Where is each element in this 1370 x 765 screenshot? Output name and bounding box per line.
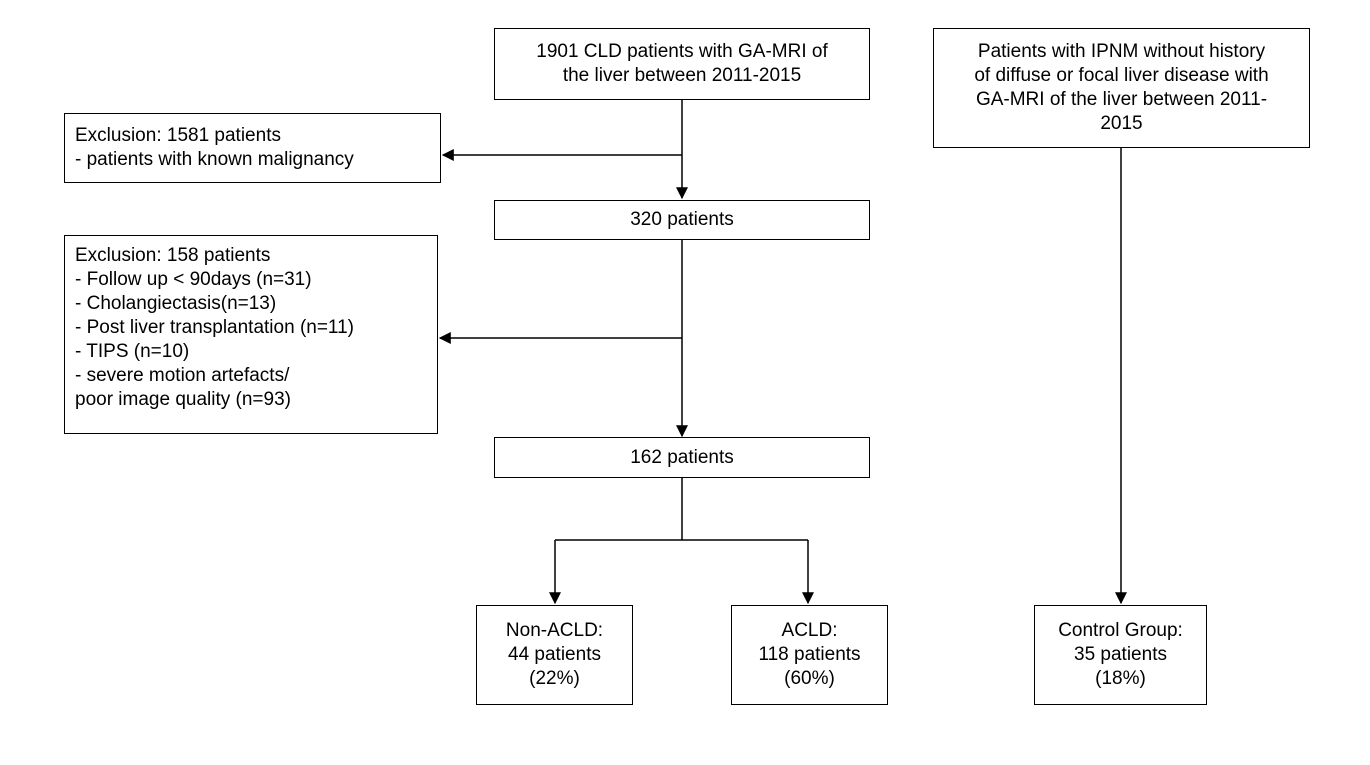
exclusion1-box: Exclusion: 1581 patients - patients with…: [64, 113, 441, 183]
patients-320-box: 320 patients: [494, 200, 870, 240]
acld-box: ACLD: 118 patients (60%): [731, 605, 888, 705]
control-source-box: Patients with IPNM without history of di…: [933, 28, 1310, 148]
control-group-box: Control Group: 35 patients (18%): [1034, 605, 1207, 705]
non-acld-box: Non-ACLD: 44 patients (22%): [476, 605, 633, 705]
patients-162-box: 162 patients: [494, 437, 870, 478]
exclusion2-box: Exclusion: 158 patients - Follow up < 90…: [64, 235, 438, 434]
cohort-box: 1901 CLD patients with GA-MRI of the liv…: [494, 28, 870, 100]
